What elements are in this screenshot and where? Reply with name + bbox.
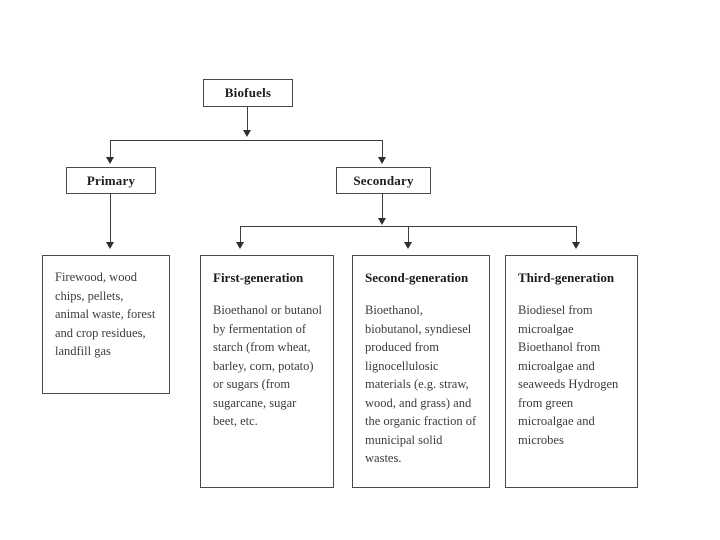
connector-drop-third-generation xyxy=(576,226,577,244)
node-secondary: Secondary xyxy=(336,167,431,194)
arrowhead-second-generation xyxy=(404,242,412,249)
connector-level2-drop-secondary xyxy=(382,140,383,160)
box-third-generation: Third-generation Biodiesel from microalg… xyxy=(505,255,638,488)
arrowhead-secondary-stem xyxy=(378,218,386,225)
box-first-generation-body: Bioethanol or butanol by fermentation of… xyxy=(213,303,323,429)
arrowhead-secondary xyxy=(378,157,386,164)
arrowhead-primary-content xyxy=(106,242,114,249)
connector-level2-drop-primary xyxy=(110,140,111,160)
box-second-generation: Second-generation Bioethanol, biobutanol… xyxy=(352,255,490,488)
connector-drop-first-generation xyxy=(240,226,241,244)
node-biofuels-label: Biofuels xyxy=(224,85,272,100)
node-secondary-label: Secondary xyxy=(353,172,414,188)
connector-level2-bar xyxy=(110,140,383,141)
connector-biofuels-stem xyxy=(247,107,248,133)
node-primary: Primary xyxy=(66,167,156,194)
node-biofuels: Biofuels xyxy=(203,79,293,107)
arrowhead-biofuels-stem xyxy=(243,130,251,137)
connector-secondary-stem xyxy=(382,194,383,222)
box-third-generation-body: Biodiesel from microalgae Bioethanol fro… xyxy=(518,303,619,447)
arrowhead-first-generation xyxy=(236,242,244,249)
box-third-generation-title: Third-generation xyxy=(518,270,615,285)
connector-primary-stem xyxy=(110,194,111,244)
arrowhead-primary xyxy=(106,157,114,164)
box-primary-content-body: Firewood, wood chips, pellets, animal wa… xyxy=(55,270,156,358)
box-first-generation: First-generation Bioethanol or butanol b… xyxy=(200,255,334,488)
arrowhead-third-generation xyxy=(572,242,580,249)
connector-drop-second-generation xyxy=(408,226,409,244)
box-first-generation-title: First-generation xyxy=(213,270,304,285)
box-second-generation-body: Bioethanol, biobutanol, syndiesel produc… xyxy=(365,303,477,466)
box-primary-content: Firewood, wood chips, pellets, animal wa… xyxy=(42,255,170,394)
box-second-generation-title: Second-generation xyxy=(365,270,469,285)
node-primary-label: Primary xyxy=(86,172,136,188)
